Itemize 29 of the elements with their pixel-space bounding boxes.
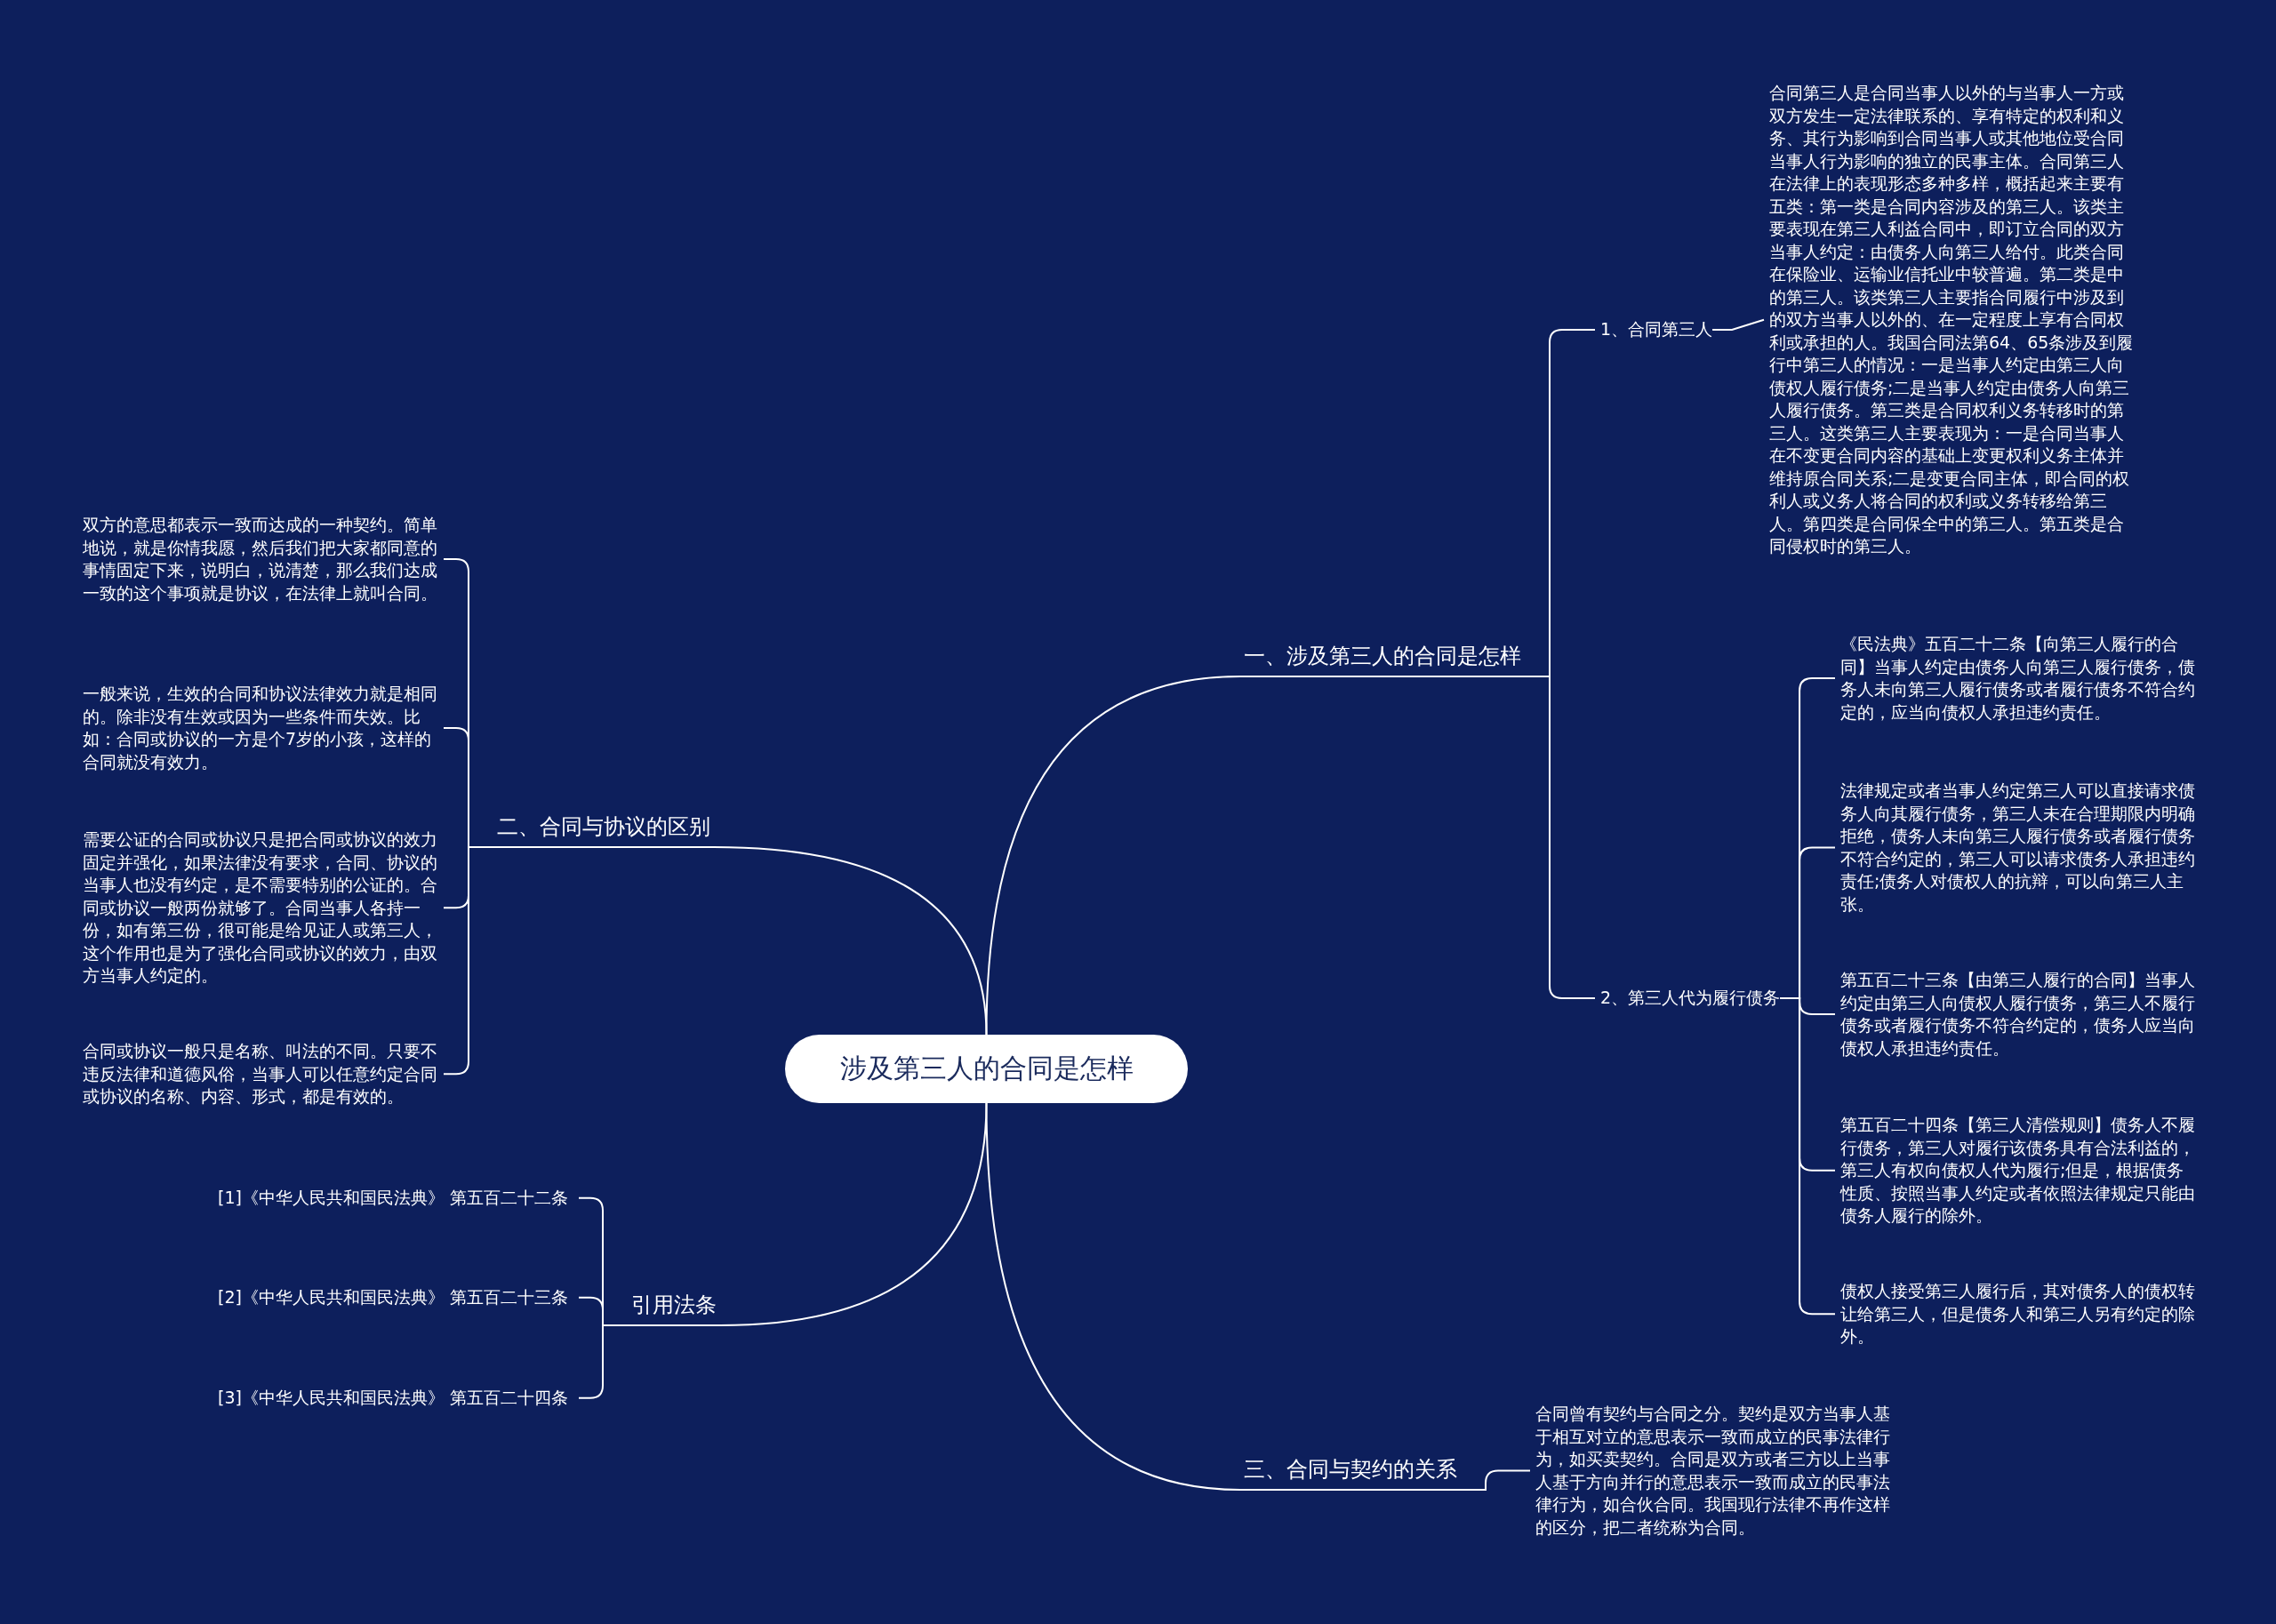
detail-text: 合同第三人是合同当事人以外的与当事人一方或双方发生一定法律联系的、享有特定的权利和义务、其行为影响到合同当事人或其他地位受合同当事人行为影响的独立的民事主体。合同第三人在法律上的表现形态多种多样，概括起来主要有五类：第一类是合同内容涉及的第三人。该类主要表现在第三人利益合同中，即订立合同的双方当事人约定：由债务人向第三人给付。此类合同在保险业、运输业信托业中较普遍。第二类是中的第三人。该类第三人主要指合同履行中涉及到的双方当事人以外的、在一定程度上享有合同权利或承担的人。我国合同法第64、65条涉及到履行中第三人的情况：一是当事人约定由第三人向债权人履行债务;二是当事人约定由债务人向第三人履行债务。第三类是合同权利义务转移时的第三人。这类第三人主要表现为：一是合同当事人在不变更合同内容的基础上变更权利义务主体并维持原合同关系;二是变更合同主体，即合同的权利人或义务人将合同的权利或义务转移给第三人。第四类是合同保全中的第三人。第五类是合同侵权时的第三人。 — [1769, 82, 2137, 558]
branch-topic: 引用法条 — [628, 1291, 720, 1326]
detail-text: 合同或协议一般只是名称、叫法的不同。只要不违反法律和道德风俗，当事人可以任意约定合同或协议的名称、内容、形式，都是有效的。 — [83, 1040, 438, 1108]
detail-text: 需要公证的合同或协议只是把合同或协议的效力固定并强化，如果法律没有要求，合同、协议的当事人也没有约定，是不需要特别的公证的。合同或协议一般两份就够了。合同当事人各持一份，如有第三份，很可能是给见证人或第三人，这个作用也是为了强化合同或协议的效力，由双方当事人约定的。 — [83, 828, 438, 988]
subtopic: 1、合同第三人 — [1600, 318, 1713, 341]
connector-line — [1779, 997, 1836, 1316]
detail-text: 第五百二十四条【第三人清偿规则】债务人不履行债务，第三人对履行该债务具有合法利益的，第三人有权向债权人代为履行;但是，根据债务性质、按照当事人约定或者依照法律规定只能由债务人履行的除外。 — [1840, 1114, 2200, 1228]
detail-text: [1]《中华人民共和国民法典》 第五百二十二条 — [218, 1187, 573, 1210]
detail-text: 《民法典》五百二十二条【向第三人履行的合同】当事人约定由债务人向第三人履行债务，债务人未向第三人履行债务或者履行债务不符合约定的，应当向债权人承担违约责任。 — [1840, 633, 2200, 724]
detail-text: [2]《中华人民共和国民法典》 第五百二十三条 — [218, 1286, 573, 1309]
detail-text: 一般来说，生效的合同和协议法律效力就是相同的。除非没有生效或因为一些条件而失效。比如：合同或协议的一方是个7岁的小孩，这样的合同就没有效力。 — [83, 683, 438, 773]
connector-line — [985, 1102, 1241, 1491]
connector-line — [713, 846, 988, 1036]
connector-line — [719, 1102, 988, 1326]
detail-text: [3]《中华人民共和国民法典》 第五百二十四条 — [218, 1387, 573, 1410]
branch-topic: 一、涉及第三人的合同是怎样 — [1240, 642, 1525, 677]
detail-text: 第五百二十三条【由第三人履行的合同】当事人约定由第三人向债权人履行债务，第三人不履行债务或者履行债务不符合约定的，债务人应当向债权人承担违约责任。 — [1840, 969, 2200, 1060]
detail-text: 法律规定或者当事人约定第三人可以直接请求债务人向其履行债务，第三人未在合理期限内明确拒绝，债务人未向第三人履行债务或者履行债务不符合约定的，第三人可以请求债务人承担违约责任;债务人对债权人的抗辩，可以向第三人主张。 — [1840, 780, 2200, 916]
connector-line — [1460, 1469, 1531, 1491]
connector-line — [1711, 318, 1765, 331]
detail-text: 合同曾有契约与合同之分。契约是双方当事人基于相互对立的意思表示一致而成立的民事法律行为，如买卖契约。合同是双方或者三方以上当事人基于方向并行的意思表示一致而成立的民事法律行为，如合伙合同。我国现行法律不再作这样的区分，把二者统称为合同。 — [1535, 1403, 1895, 1539]
branch-topic: 三、合同与契约的关系 — [1240, 1455, 1461, 1491]
connector-line — [985, 676, 1241, 1036]
branch-topic: 二、合同与协议的区别 — [493, 812, 714, 848]
connector-line — [1524, 676, 1596, 999]
detail-text: 债权人接受第三人履行后，其对债务人的债权转让给第三人，但是债务人和第三人另有约定的除外。 — [1840, 1280, 2200, 1348]
detail-text: 双方的意思都表示一致而达成的一种契约。简单地说，就是你情我愿，然后我们把大家都同意的事情固定下来，说明白，说清楚，那么我们达成一致的这个事项就是协议，在法律上就叫合同。 — [83, 514, 438, 604]
central-topic: 涉及第三人的合同是怎样 — [785, 1035, 1188, 1103]
subtopic: 2、第三人代为履行债务 — [1600, 987, 1781, 1010]
